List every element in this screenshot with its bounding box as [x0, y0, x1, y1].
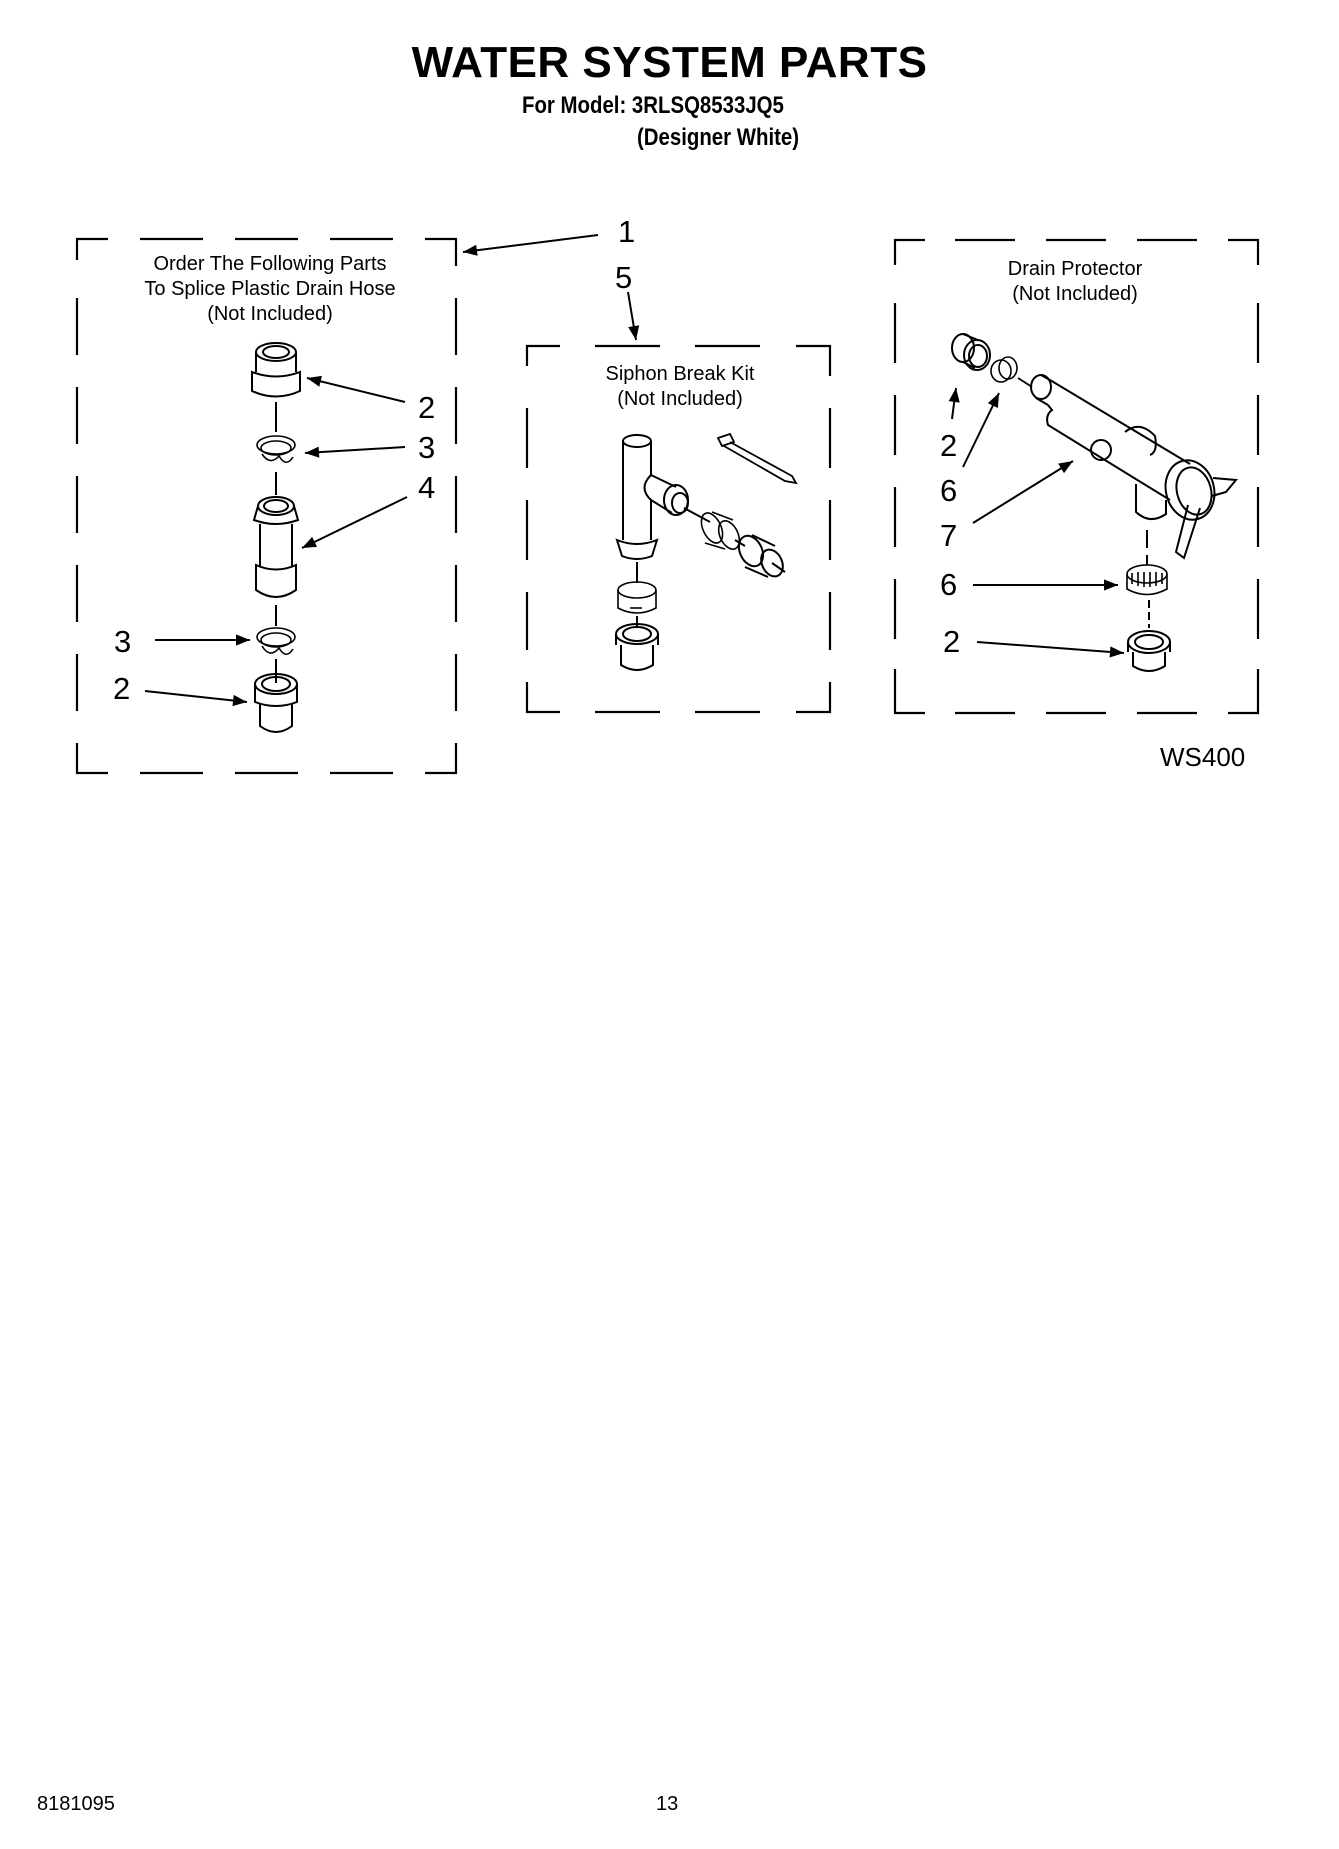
siphon-coupler-bottom	[615, 623, 659, 671]
callout-3: 3	[418, 430, 436, 465]
callout-4: 4	[418, 470, 436, 505]
drain-protector-coupler-bottom	[1127, 630, 1171, 672]
figure-id: WS400	[1160, 742, 1246, 772]
callout-5: 5	[615, 260, 633, 295]
label-line: Order The Following Parts	[153, 253, 387, 275]
hose-connector	[252, 496, 300, 598]
label-line: To Splice Plastic Drain Hose	[144, 278, 396, 300]
label-line: (Not Included)	[1012, 283, 1138, 305]
callout-6: 6	[940, 567, 958, 602]
page-number: 13	[656, 1793, 679, 1815]
model-number: For Model: 3RLSQ8533JQ5	[522, 92, 784, 119]
callout-2: 2	[113, 671, 131, 706]
callout-7: 7	[940, 518, 958, 553]
siphon-tee	[615, 434, 689, 560]
cable-tie	[716, 432, 798, 485]
label-line: Drain Protector	[1007, 258, 1143, 280]
drain-protector-body	[1030, 374, 1238, 560]
hose-clamp-top	[256, 435, 296, 464]
splice-coupler-top	[251, 342, 301, 398]
siphon-clamp-bottom	[617, 581, 657, 614]
page-title: WATER SYSTEM PARTS	[411, 38, 928, 87]
model-color: (Designer White)	[637, 124, 800, 151]
siphon-coupler-side	[737, 534, 786, 578]
callout-1: 1	[618, 214, 636, 249]
hose-clamp-bottom	[256, 627, 296, 656]
callout-leaders	[144, 234, 1125, 707]
drain-protector-box	[893, 238, 1260, 715]
splice-kit-label: Order The Following Parts To Splice Plas…	[110, 252, 430, 327]
label-line: (Not Included)	[617, 388, 743, 410]
drain-protector-label: Drain Protector (Not Included)	[940, 257, 1210, 307]
drain-protector-coupler-top	[951, 333, 991, 371]
callout-2: 2	[418, 390, 436, 425]
label-line: (Not Included)	[207, 303, 333, 325]
callout-3: 3	[114, 624, 132, 659]
callout-6: 6	[940, 473, 958, 508]
siphon-clamp-side	[700, 511, 741, 550]
callout-2: 2	[943, 624, 961, 659]
document-number: 8181095	[37, 1793, 115, 1815]
drain-protector-clamp-bottom	[1126, 564, 1168, 596]
splice-coupler-bottom	[254, 673, 298, 733]
callout-2: 2	[940, 428, 958, 463]
siphon-break-kit-label: Siphon Break Kit (Not Included)	[545, 362, 815, 412]
label-line: Siphon Break Kit	[605, 363, 755, 385]
siphon-break-kit-box	[525, 344, 832, 714]
splice-kit-box	[75, 237, 458, 775]
drain-protector-clamp-top	[990, 356, 1018, 383]
